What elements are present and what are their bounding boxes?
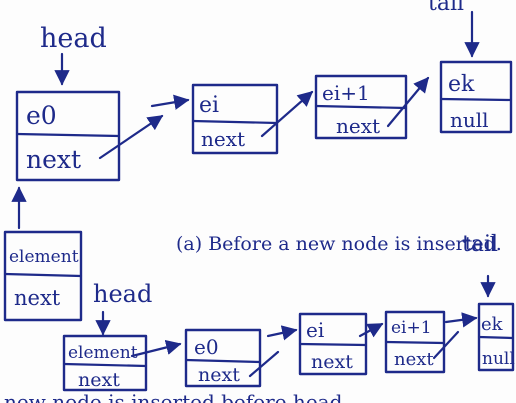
- link-e0-next-bottom-a: [248, 350, 280, 378]
- node-link: next: [26, 145, 81, 174]
- node-value: ei: [306, 318, 324, 342]
- node-ei-bottom: ei next: [298, 312, 368, 376]
- new-node: element next: [3, 230, 83, 322]
- node-link: next: [311, 351, 353, 373]
- link-ei1-next-bottom: [444, 312, 478, 328]
- link-element-next: [130, 339, 182, 358]
- node-link: next: [198, 364, 240, 386]
- node-value: ei+1: [391, 318, 432, 338]
- link-e0-next-bottom: [266, 325, 298, 341]
- node-value: ek: [481, 314, 504, 335]
- caption-a: (a) Before a new node is inserted.: [176, 233, 502, 255]
- caption-b: new node is inserted before head: [4, 390, 343, 403]
- node-link: next: [14, 286, 61, 310]
- link-ei1-next: [386, 76, 430, 128]
- link-e0-next: [98, 114, 164, 160]
- node-value: ei+1: [322, 81, 370, 105]
- link-ei-next: [260, 90, 314, 138]
- node-link: next: [201, 127, 245, 151]
- node-ei1-bottom: ei+1 next: [384, 310, 446, 374]
- arrow-to-ei: [150, 94, 190, 110]
- node-value: e0: [194, 335, 219, 359]
- node-value: element: [9, 247, 79, 267]
- node-link: null: [450, 108, 489, 132]
- tail-label-bottom: tail: [462, 232, 498, 257]
- node-e0-bottom: e0 next: [184, 328, 262, 388]
- node-value: ei: [199, 93, 219, 118]
- link-ei1-next-bottom-a: [432, 330, 460, 360]
- head-label-top: head: [40, 23, 107, 54]
- node-value: ek: [448, 72, 475, 97]
- node-ek-bottom: ek null: [477, 302, 515, 372]
- node-link: null: [482, 349, 515, 369]
- node-link: next: [78, 369, 120, 391]
- node-ek-top: ek null: [439, 60, 513, 134]
- head-label-bottom: head: [93, 280, 152, 308]
- node-element-bottom: element next: [62, 334, 148, 392]
- node-ei-top: ei next: [191, 83, 279, 155]
- node-value: e0: [26, 101, 57, 130]
- link-ei-next-bottom: [358, 322, 384, 338]
- tail-label-top: tail: [428, 0, 464, 16]
- node-e0-top: e0 next: [15, 90, 121, 182]
- node-value: element: [68, 343, 138, 363]
- node-ei1-top: ei+1 next: [314, 74, 408, 140]
- node-link: next: [336, 114, 380, 138]
- node-link: next: [394, 349, 434, 370]
